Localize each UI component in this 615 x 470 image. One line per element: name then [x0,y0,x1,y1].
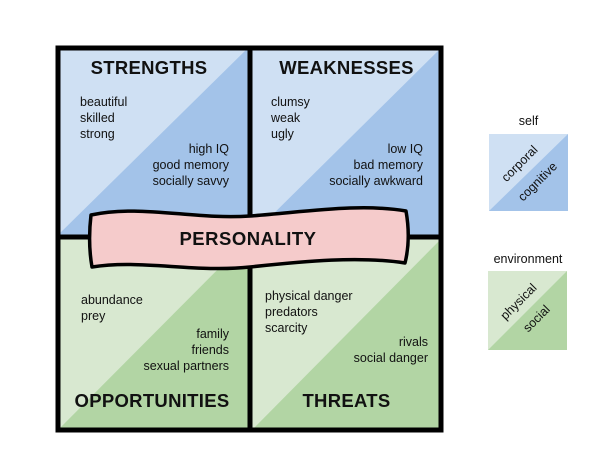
weaknesses-cognitive-list: low IQ bad memory socially awkward [263,142,423,189]
weaknesses-cognitive-triangle [250,46,443,237]
list-item: predators [265,304,318,319]
opportunities-title: OPPORTUNITIES [74,390,230,411]
strengths-cognitive-list: high IQ good memory socially savvy [79,142,229,189]
list-item: bad memory [353,157,423,172]
legend-self-cognitive-tile [489,134,568,211]
threats-physical-list: physical danger predators scarcity [265,289,353,336]
list-item: clumsy [271,95,310,109]
list-item: skilled [80,110,115,125]
list-item: rivals [398,335,428,349]
list-item: strong [80,126,115,141]
weaknesses-corporal-list: clumsy weak ugly [271,95,310,142]
list-item: socially awkward [329,173,423,188]
list-item: weak [271,110,301,125]
personality-ribbon [89,207,409,269]
list-item: physical danger [265,289,353,303]
list-item: social danger [353,350,428,365]
legend-environment-social-tile [488,271,567,350]
strengths-cognitive-triangle [56,46,250,237]
opportunities-social-list: family friends sexual partners [79,327,229,374]
weaknesses-title: WEAKNESSES [279,57,414,78]
opportunities-physical-list: abundance prey [81,293,143,325]
threats-title: THREATS [302,390,391,411]
strengths-corporal-list: beautiful skilled strong [80,95,127,142]
personality-label: PERSONALITY [179,228,317,249]
list-item: scarcity [265,320,308,335]
list-item: abundance [81,293,143,307]
list-item: friends [191,342,229,357]
legend-environment-title: environment [493,252,563,266]
opportunities-social-triangle [56,237,250,432]
list-item: beautiful [80,95,128,109]
list-item: ugly [271,126,294,141]
list-item: family [196,327,229,341]
strengths-title: STRENGTHS [90,57,208,78]
personality-ribbon-outline [87,206,410,271]
list-item: prey [81,308,106,323]
legend-self-title: self [518,114,539,128]
list-item: sexual partners [143,358,229,373]
list-item: high IQ [188,142,229,156]
list-item: socially savvy [152,173,229,188]
outer-border [55,45,444,433]
threats-social-triangle [250,237,443,432]
list-item: low IQ [387,142,423,156]
threats-social-list: rivals social danger [268,335,428,367]
list-item: good memory [152,157,229,172]
